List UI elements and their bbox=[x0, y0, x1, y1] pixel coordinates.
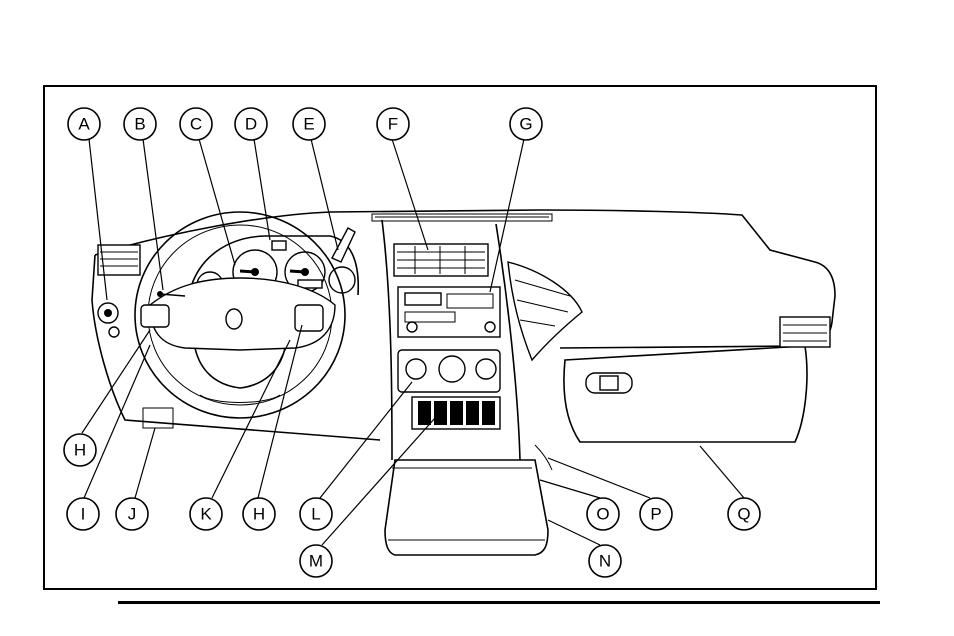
callout-e-label: E bbox=[303, 115, 314, 134]
headlamp-switch bbox=[98, 303, 119, 337]
callout-o: O bbox=[587, 498, 619, 530]
callout-f-label: F bbox=[388, 115, 398, 134]
center-console bbox=[385, 460, 548, 555]
climate-controls bbox=[398, 350, 500, 392]
callout-o-label: O bbox=[596, 505, 609, 524]
switch-bank bbox=[412, 397, 500, 429]
callout-p: P bbox=[640, 498, 672, 530]
callout-k: K bbox=[190, 498, 222, 530]
callout-n-label: N bbox=[599, 552, 611, 571]
callout-h-right-label: H bbox=[253, 505, 265, 524]
callout-j: J bbox=[116, 498, 148, 530]
steering-wheel bbox=[135, 212, 345, 418]
right-side-vent bbox=[780, 317, 830, 347]
callout-q: Q bbox=[728, 498, 760, 530]
callout-n: N bbox=[589, 545, 621, 577]
callout-c: C bbox=[180, 108, 212, 140]
callout-m: M bbox=[300, 545, 332, 577]
callout-p-label: P bbox=[650, 505, 661, 524]
callout-q-label: Q bbox=[737, 505, 750, 524]
callout-g-label: G bbox=[519, 115, 532, 134]
right-center-vent bbox=[508, 262, 582, 360]
bottom-rule bbox=[118, 601, 880, 604]
callout-h-left: H bbox=[64, 434, 96, 466]
callout-d: D bbox=[235, 108, 267, 140]
callout-i: I bbox=[67, 498, 99, 530]
callout-c-label: C bbox=[190, 115, 202, 134]
callout-a-label: A bbox=[78, 115, 90, 134]
glove-box bbox=[564, 346, 807, 442]
callout-m-label: M bbox=[309, 552, 323, 571]
callout-h-right: H bbox=[243, 498, 275, 530]
callout-k-label: K bbox=[200, 505, 212, 524]
center-vent bbox=[394, 244, 488, 276]
callout-g: G bbox=[510, 108, 542, 140]
callout-e: E bbox=[293, 108, 325, 140]
callout-j-label: J bbox=[128, 505, 137, 524]
callout-f: F bbox=[377, 108, 409, 140]
callout-b: B bbox=[124, 108, 156, 140]
callout-b-label: B bbox=[134, 115, 145, 134]
audio-system bbox=[398, 287, 500, 337]
callout-l-label: L bbox=[311, 505, 320, 524]
callout-a: A bbox=[68, 108, 100, 140]
callout-h-left-label: H bbox=[74, 441, 86, 460]
callout-l: L bbox=[300, 498, 332, 530]
callout-d-label: D bbox=[245, 115, 257, 134]
callout-i-label: I bbox=[81, 505, 86, 524]
